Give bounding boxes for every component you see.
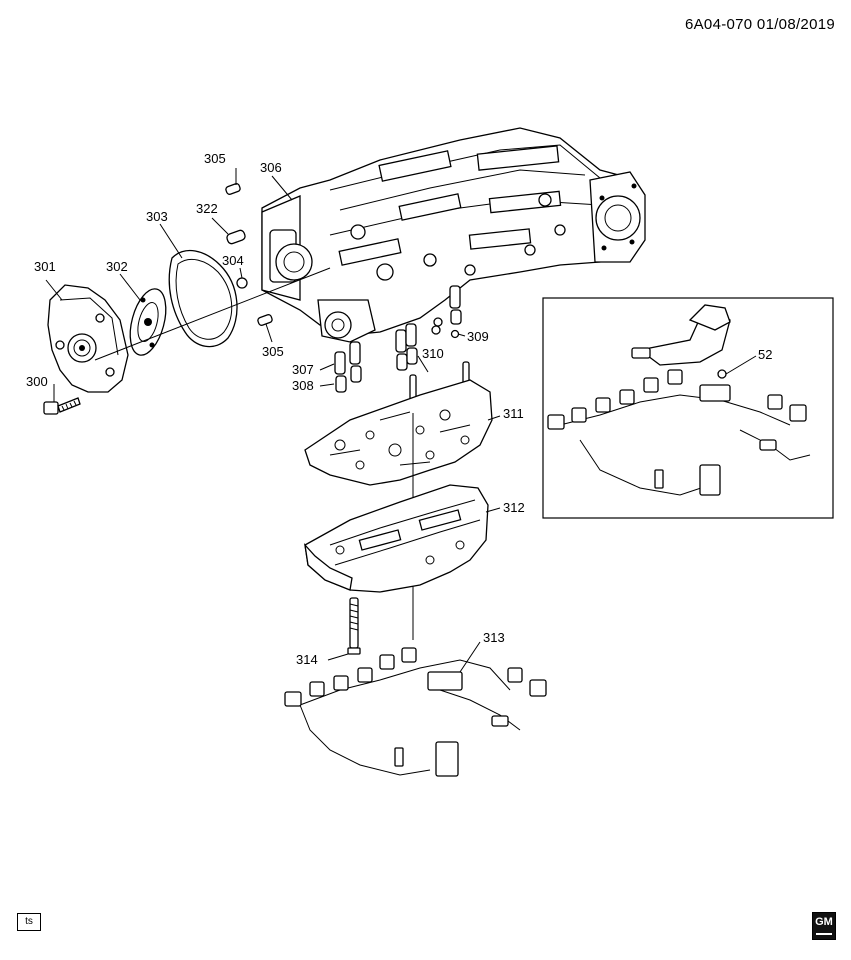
callout-300: 300 [26, 374, 48, 389]
pin-322 [226, 229, 246, 245]
dowel-305-bottom [257, 314, 273, 326]
callout-312: 312 [503, 500, 525, 515]
callout-306: 306 [260, 160, 282, 175]
figure-code-header: 6A04-070 01/08/2019 [685, 16, 835, 33]
inset-harness-box [542, 297, 834, 519]
figure-code: 6A04-070 [684, 16, 753, 33]
bolt-300 [43, 397, 81, 415]
callout-305-top: 305 [204, 151, 226, 166]
ring-304 [236, 277, 248, 289]
callout-301: 301 [34, 259, 56, 274]
callout-309: 309 [467, 329, 489, 344]
gm-logo-icon: GM [812, 912, 836, 940]
pump-cover [47, 284, 129, 393]
callout-322: 322 [196, 201, 218, 216]
figure-date: 01/08/2019 [756, 16, 835, 33]
ts-button[interactable]: ts [17, 913, 41, 931]
dowel-305-top [225, 183, 241, 195]
callout-52: 52 [758, 347, 772, 362]
gm-logo-underline [816, 933, 832, 935]
callout-311: 311 [503, 406, 524, 421]
pump-plate [129, 288, 167, 356]
separator-plate [304, 379, 493, 486]
lower-valve-body [304, 484, 489, 593]
valve-body-housing [261, 127, 646, 343]
wiring-harness [284, 647, 547, 777]
bolt-314 [347, 597, 361, 655]
callout-labels: 305 306 303 322 304 301 302 300 305 307 … [26, 151, 772, 667]
callout-308: 308 [292, 378, 314, 393]
callout-305-bottom: 305 [262, 344, 284, 359]
gasket-303 [168, 249, 238, 348]
callout-307: 307 [292, 362, 314, 377]
callout-304: 304 [222, 253, 244, 268]
leader-lines [45, 168, 757, 673]
valve-springs [334, 285, 462, 393]
gm-logo-text: GM [815, 916, 833, 928]
callout-313: 313 [483, 630, 505, 645]
callout-310: 310 [422, 346, 444, 361]
callout-303: 303 [146, 209, 168, 224]
callout-302: 302 [106, 259, 128, 274]
callout-314: 314 [296, 652, 318, 667]
